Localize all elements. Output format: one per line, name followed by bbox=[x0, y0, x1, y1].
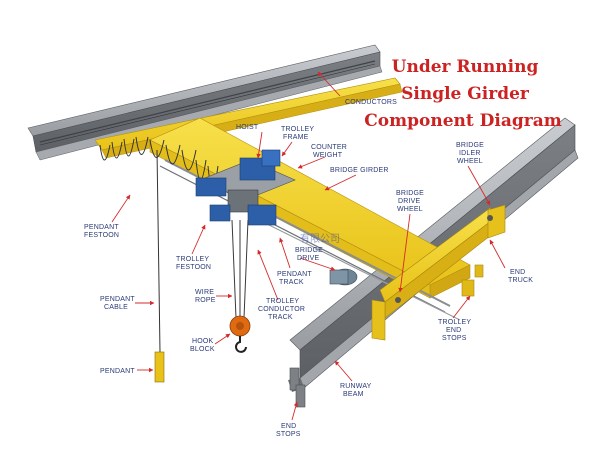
label-pendant-track-2: TRACK bbox=[279, 279, 304, 286]
label-trolley-end-stops-2: END bbox=[446, 327, 461, 334]
label-hook-block-2: BLOCK bbox=[190, 346, 215, 353]
label-hoist: HOIST bbox=[236, 124, 259, 131]
label-trolley-festoon-2: FESTOON bbox=[176, 264, 211, 271]
label-trolley-festoon-1: TROLLEY bbox=[176, 256, 209, 263]
label-conductors: CONDUCTORS bbox=[345, 99, 397, 106]
label-bridge-idler-wheel-3: WHEEL bbox=[457, 158, 483, 165]
end-stop-block bbox=[289, 367, 300, 391]
pendant-cable bbox=[156, 149, 161, 353]
label-trolley-conductor-track-2: CONDUCTOR bbox=[258, 306, 305, 313]
labels: CONDUCTORS HOIST TROLLEY FRAME COUNTER W… bbox=[84, 99, 533, 438]
label-pendant-festoon-1: PENDANT bbox=[84, 224, 119, 231]
label-runway-beam-2: BEAM bbox=[343, 391, 364, 398]
label-counter-weight-2: WEIGHT bbox=[313, 152, 343, 159]
wire-rope bbox=[231, 219, 249, 319]
idler-wheel bbox=[487, 215, 493, 221]
title-line-2: Single Girder bbox=[401, 84, 530, 104]
label-bridge-idler-wheel-1: BRIDGE bbox=[456, 142, 484, 149]
label-counter-weight-1: COUNTER bbox=[311, 144, 347, 151]
label-trolley-conductor-track-1: TROLLEY bbox=[266, 298, 299, 305]
pendant-festoon bbox=[99, 136, 197, 171]
label-trolley-end-stops-1: TROLLEY bbox=[438, 319, 471, 326]
label-bridge-idler-wheel-2: IDLER bbox=[459, 150, 481, 157]
pendant-control bbox=[154, 351, 165, 383]
watermark-text: 有限公司 bbox=[300, 232, 340, 245]
label-bridge-drive-2: DRIVE bbox=[297, 255, 320, 262]
bridge-drive-motor bbox=[329, 268, 358, 286]
title-line-3: Component Diagram bbox=[364, 111, 561, 131]
label-wire-rope-2: ROPE bbox=[195, 297, 216, 304]
end-truck bbox=[371, 204, 506, 341]
label-pendant-festoon-2: FESTOON bbox=[84, 232, 119, 239]
label-pendant-cable-1: PENDANT bbox=[100, 296, 135, 303]
hoist-trolley bbox=[195, 149, 296, 226]
label-bridge-drive-wheel-1: BRIDGE bbox=[396, 190, 424, 197]
label-bridge-drive-wheel-3: WHEEL bbox=[397, 206, 423, 213]
end-stop-block bbox=[295, 384, 306, 408]
label-runway-beam-1: RUNWAY bbox=[340, 383, 372, 390]
label-bridge-drive-wheel-2: DRIVE bbox=[398, 198, 421, 205]
label-hook-block-1: HOOK bbox=[192, 338, 214, 345]
label-end-truck-1: END bbox=[510, 269, 525, 276]
label-trolley-conductor-track-3: TRACK bbox=[268, 314, 293, 321]
label-pendant-track-1: PENDANT bbox=[277, 271, 312, 278]
diagram-title: Under Running Single Girder Component Di… bbox=[364, 57, 561, 131]
label-end-stops-1: END bbox=[281, 423, 296, 430]
label-pendant-cable-2: CABLE bbox=[104, 304, 128, 311]
callouts bbox=[111, 71, 506, 421]
label-end-stops-2: STOPS bbox=[276, 431, 301, 438]
label-bridge-girder: BRIDGE GIRDER bbox=[330, 167, 389, 174]
label-bridge-drive-1: BRIDGE bbox=[295, 247, 323, 254]
drive-wheel bbox=[395, 297, 401, 303]
label-trolley-frame-1: TROLLEY bbox=[281, 126, 314, 133]
hook-block bbox=[229, 315, 251, 353]
label-trolley-end-stops-3: STOPS bbox=[442, 335, 467, 342]
title-line-1: Under Running bbox=[392, 57, 539, 77]
label-end-truck-2: TRUCK bbox=[508, 277, 533, 284]
label-trolley-frame-2: FRAME bbox=[283, 134, 309, 141]
label-wire-rope-1: WIRE bbox=[195, 289, 214, 296]
label-pendant: PENDANT bbox=[100, 368, 135, 375]
